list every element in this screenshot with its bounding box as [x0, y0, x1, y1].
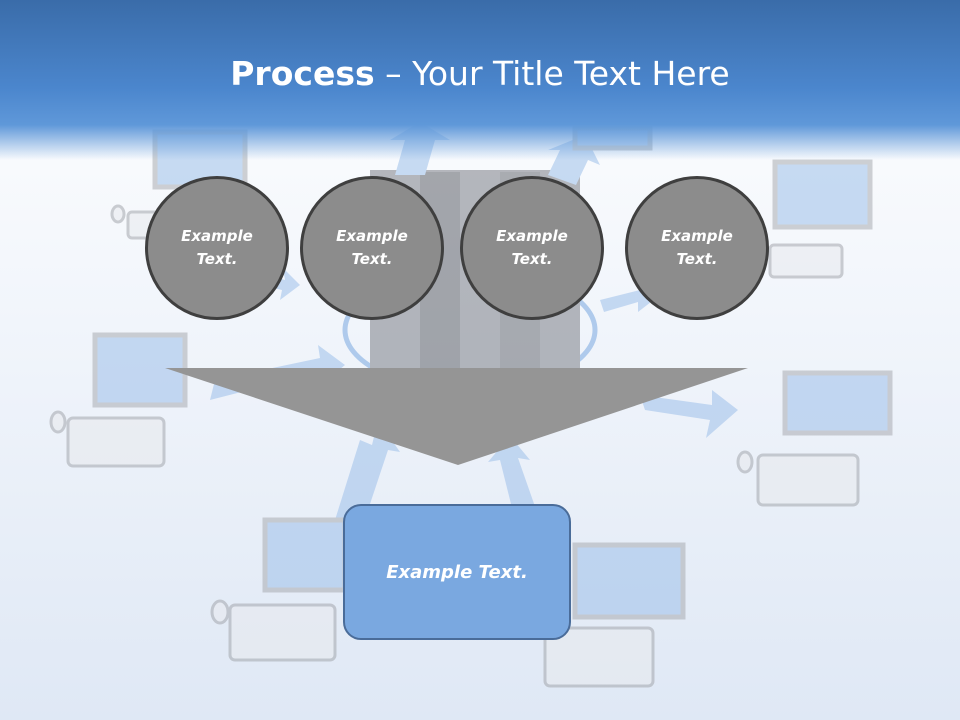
slide-title: Process – Your Title Text Here — [0, 52, 960, 96]
process-step-circle-4[interactable]: Example Text. — [625, 176, 769, 320]
process-step-label: Example Text. — [336, 227, 408, 268]
title-bar — [0, 0, 960, 160]
slide-title-bold: Process — [230, 54, 375, 93]
process-step-circle-2[interactable]: Example Text. — [300, 176, 444, 320]
process-step-label: Example Text. — [661, 227, 733, 268]
process-step-label: Example Text. — [496, 227, 568, 268]
result-box[interactable]: Example Text. — [343, 504, 571, 640]
process-step-label: Example Text. — [181, 227, 253, 268]
process-step-circle-3[interactable]: Example Text. — [460, 176, 604, 320]
keyboard-icon — [66, 210, 860, 688]
result-label: Example Text. — [386, 561, 528, 583]
slide-title-rest: – Your Title Text Here — [374, 54, 730, 93]
process-step-circle-1[interactable]: Example Text. — [145, 176, 289, 320]
